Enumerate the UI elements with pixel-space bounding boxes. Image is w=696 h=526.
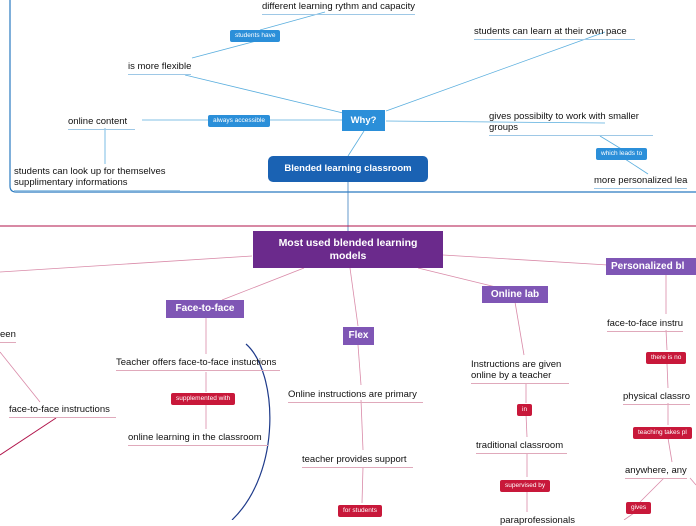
topic-look-up-line2: supplimentary informations [14,177,128,188]
topic-personalized[interactable]: more personalized lea [594,175,688,189]
badge-in: in [517,404,533,416]
pers-item-anywhere[interactable]: anywhere, any [625,465,687,479]
badge-supervised-by: supervised by [500,480,551,492]
lab-item-paraprofessionals[interactable]: paraprofessionals [500,515,575,526]
topic-own-pace[interactable]: students can learn at their own pace [474,26,635,40]
topic-ftf-instructions-left[interactable]: face-to-face instructions [9,404,116,418]
lab-item-instructions-line1: Instructions are given [471,359,562,370]
ftf-item-online-learning[interactable]: online learning in the classroom [128,432,268,446]
flex-item-support[interactable]: teacher provides support [302,454,413,468]
lab-item-instructions-line2: online by a teacher [471,370,552,381]
main-topic-line1: Most used blended learning [278,237,418,249]
main-topic-blended-models[interactable]: Most used blended learning models [253,231,443,268]
why-node[interactable]: Why? [342,110,385,131]
topic-smaller-groups-line1: gives possibilty to work with smaller [489,111,639,122]
topic-left-cut[interactable]: een [0,329,16,343]
badge-which-leads-to: which leads to [596,148,648,160]
model-face-to-face[interactable]: Face-to-face [166,300,244,318]
badge-gives: gives [626,502,652,514]
model-online-lab[interactable]: Online lab [482,286,548,303]
badge-supplemented-with: supplemented with [171,393,236,405]
model-personalized[interactable]: Personalized bl [606,258,696,275]
flex-item-primary[interactable]: Online instructions are primary [288,389,423,403]
pers-item-physical[interactable]: physical classro [623,391,691,405]
topic-online-content[interactable]: online content [68,116,136,130]
topic-smaller-groups-line2: groups [489,122,519,133]
main-topic-line2: models [329,250,367,262]
ftf-item-teacher[interactable]: Teacher offers face-to-face instuctions [116,357,281,371]
topic-smaller-groups[interactable]: gives possibilty to work with smaller gr… [489,111,653,136]
topic-rhythm[interactable]: different learning rythm and capacity [262,1,415,15]
topic-flexible[interactable]: is more flexible [128,61,192,75]
lab-item-classroom[interactable]: traditional classroom [476,440,568,454]
badge-teaching-takes-place: teaching takes pl [633,427,692,439]
topic-look-up[interactable]: students can look up for themselves supp… [14,166,180,191]
model-flex[interactable]: Flex [343,327,374,345]
badge-there-is-no: there is no [646,352,687,364]
badge-students-have: students have [230,30,281,42]
central-topic-blended-learning[interactable]: Blended learning classroom [268,156,428,182]
lab-item-instructions[interactable]: Instructions are given online by a teach… [471,359,570,384]
badge-for-students: for students [338,505,382,517]
pers-item-ftf[interactable]: face-to-face instru [607,318,684,332]
badge-always-accessible: always accessible [208,115,271,127]
topic-look-up-line1: students can look up for themselves [14,166,166,177]
